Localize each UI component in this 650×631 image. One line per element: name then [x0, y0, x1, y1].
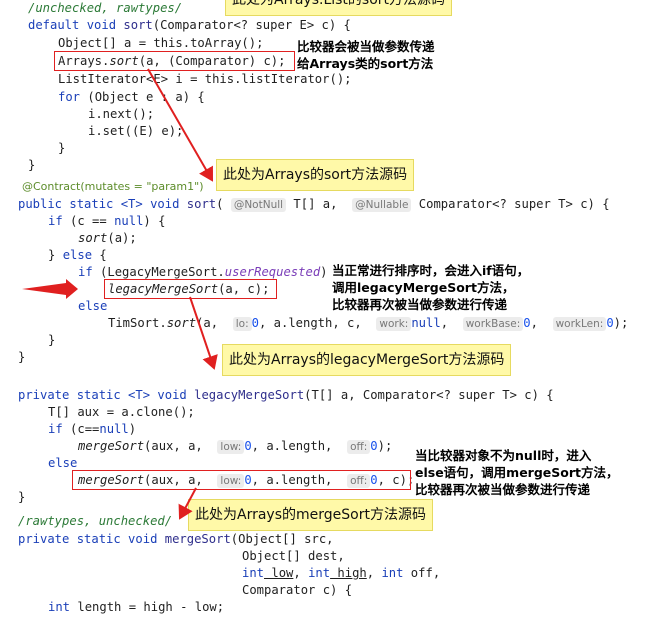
- note-legacy-source: 此处为Arrays的legacyMergeSort方法源码: [222, 344, 512, 376]
- suppress-warnings-top: /unchecked, rawtypes/: [28, 1, 183, 15]
- code-line: int low, int high, int off,: [242, 566, 441, 580]
- note-merge-source: 此处为Arrays的mergeSort方法源码: [188, 499, 433, 531]
- code-line-arrays-sort: Arrays.sort(a, (Comparator) c);: [58, 54, 286, 68]
- arrow-to-legacy-source: [189, 296, 218, 370]
- code-line: T[] aux = a.clone();: [48, 405, 195, 419]
- code-line: i.next();: [88, 107, 155, 121]
- suppress-warnings-bottom: /rawtypes, unchecked/: [18, 514, 173, 528]
- code-line: i.set((E) e);: [88, 124, 184, 138]
- code-line: Object[] dest,: [242, 549, 345, 563]
- note-top-partial: 此处为Arrays.List的sort方法源码: [225, 0, 453, 16]
- code-line: }: [18, 350, 26, 364]
- explain-legacy: 当正常进行排序时，会进入if语句，调用legacyMergeSort方法，比较器…: [332, 263, 530, 312]
- code-line: else: [48, 456, 78, 470]
- highlight-box-mergesort-call: [72, 470, 411, 490]
- code-line-legacy-signature: private static <T> void legacyMergeSort(…: [18, 388, 554, 402]
- code-line: if (c==null): [48, 422, 137, 436]
- highlight-box-arrays-sort: [54, 51, 295, 71]
- code-line: Object[] a = this.toArray();: [58, 36, 264, 50]
- code-line: int length = high - low;: [48, 600, 225, 614]
- code-line: }: [48, 333, 56, 347]
- code-line: default void sort(Comparator<? super E> …: [28, 18, 351, 32]
- code-line-mergesort-signature: private static void mergeSort(Object[] s…: [18, 532, 334, 546]
- code-line-timsort: TimSort.sort(a, lo:0, a.length, c, work:…: [108, 316, 629, 331]
- code-line: Comparator c) {: [242, 583, 353, 597]
- pointer-arrow-legacy: [22, 279, 78, 299]
- code-line: if (LegacyMergeSort.userRequested): [78, 265, 328, 279]
- code-line: else: [78, 299, 108, 313]
- contract-annotation: @Contract(mutates = "param1"): [22, 180, 204, 193]
- code-line: ListIterator<E> i = this.listIterator();: [58, 72, 352, 86]
- code-line: } else {: [48, 248, 107, 262]
- code-line: for (Object e : a) {: [58, 90, 205, 104]
- code-line: }: [28, 158, 36, 172]
- code-line: if (c == null) {: [48, 214, 166, 228]
- code-line: }: [18, 490, 26, 504]
- code-line-sort-signature: public static <T> void sort( @NotNull T[…: [18, 197, 610, 212]
- explain-comparator: 比较器会被当做参数传递给Arrays类的sort方法: [297, 39, 435, 71]
- code-line-legacy-call: legacyMergeSort(a, c);: [108, 282, 270, 296]
- arrow-to-merge-source: [178, 487, 197, 520]
- code-line-mergesort-call: mergeSort(aux, a, low:0, a.length, off:0…: [78, 473, 415, 488]
- arrow-to-sort-source: [147, 68, 213, 182]
- code-line: mergeSort(aux, a, low:0, a.length, off:0…: [78, 439, 393, 454]
- code-line: }: [58, 141, 66, 155]
- note-sort-source: 此处为Arrays的sort方法源码: [216, 159, 415, 191]
- code-line: sort(a);: [78, 231, 137, 245]
